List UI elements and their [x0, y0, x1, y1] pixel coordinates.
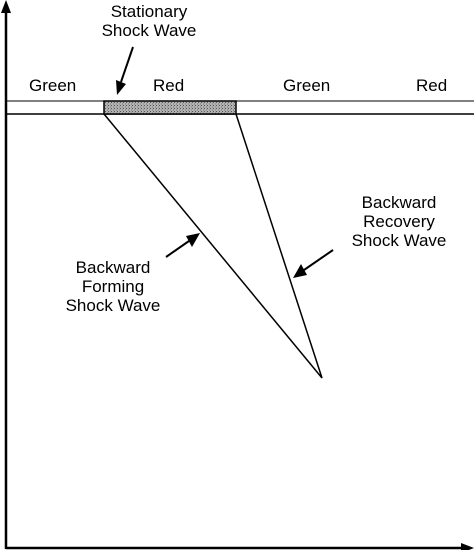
stationary-label-line-2: Shock Wave: [101, 21, 197, 40]
backward-forming-shock-wave-line: [103, 113, 323, 379]
phase-label-red-1: Red: [153, 76, 185, 95]
stationary-label-line-1: Stationary: [110, 2, 188, 21]
recovery-pointer-head: [293, 264, 307, 278]
red-phase-bar: [103, 100, 237, 115]
recovery-label-line-3: Shock Wave: [351, 231, 447, 250]
forming-label-line-3: Shock Wave: [65, 296, 161, 315]
forming-label-line-2: Forming: [81, 277, 145, 296]
forming-pointer-head: [186, 233, 200, 247]
stationary-pointer-head: [116, 80, 126, 95]
recovery-label-line-2: Recovery: [363, 212, 435, 231]
forming-pointer-shaft: [165, 240, 190, 258]
backward-recovery-shock-wave-line: [235, 113, 323, 379]
stationary-shock-wave-label: Stationary Shock Wave: [88, 2, 210, 40]
backward-recovery-shock-wave-label: Backward Recovery Shock Wave: [333, 193, 465, 250]
phase-label-green-1: Green: [29, 76, 77, 95]
phase-label-green-2: Green: [283, 76, 331, 95]
y-axis-arrowhead: [1, 0, 11, 13]
recovery-label-line-1: Backward: [361, 193, 437, 212]
x-axis-arrowhead: [461, 543, 474, 550]
forming-label-line-1: Backward: [75, 258, 151, 277]
backward-forming-shock-wave-label: Backward Forming Shock Wave: [48, 258, 178, 315]
recovery-pointer-shaft: [303, 249, 334, 271]
phase-label-red-2: Red: [416, 76, 448, 95]
stationary-pointer-shaft: [120, 46, 134, 83]
